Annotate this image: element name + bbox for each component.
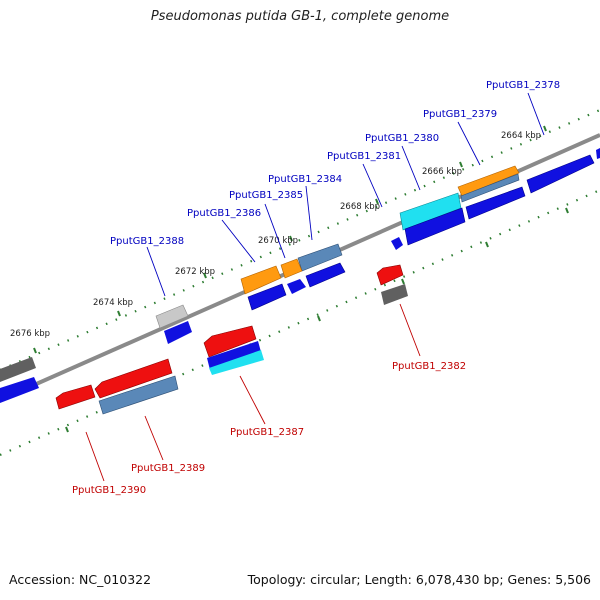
tick-mark	[401, 278, 405, 285]
scale-label-2664: 2664 kbp	[501, 131, 541, 141]
tick-mark	[65, 426, 69, 433]
outer-major-ticks	[33, 125, 547, 354]
tick-mark	[459, 161, 463, 168]
leader-2378	[527, 92, 545, 136]
label-2381[interactable]: PputGB1_2381	[327, 151, 401, 162]
leader-2388	[146, 246, 166, 297]
tick-mark	[317, 315, 321, 322]
gene-2387b[interactable]	[207, 341, 261, 370]
leader-2380	[401, 145, 421, 191]
gene-2382[interactable]	[376, 264, 404, 286]
label-2380[interactable]: PputGB1_2380	[365, 133, 439, 144]
label-2384[interactable]: PputGB1_2384	[268, 174, 342, 185]
accession-text: Accession: NC_010322	[9, 572, 152, 587]
gene-2380[interactable]	[399, 192, 462, 231]
gene-2384b[interactable]	[305, 262, 346, 288]
label-2382[interactable]: PputGB1_2382	[392, 361, 466, 372]
gene-2379c[interactable]	[465, 186, 526, 220]
tick-mark	[375, 198, 379, 205]
leader-2384	[305, 185, 313, 241]
gene-2377-partial[interactable]	[596, 148, 600, 159]
reverse-genes	[55, 264, 408, 415]
label-2389[interactable]: PputGB1_2389	[131, 463, 205, 474]
leader-2379	[457, 121, 481, 166]
gene-2388b[interactable]	[164, 321, 192, 344]
tick-mark	[485, 241, 489, 248]
map-title: Pseudomonas putida GB-1, complete genome	[150, 9, 450, 24]
gene-2387c[interactable]	[209, 350, 264, 375]
leader-2381	[362, 163, 383, 208]
gene-2385[interactable]	[280, 258, 303, 279]
gene-2379[interactable]	[457, 165, 520, 197]
scale-label-2668: 2668 kbp	[340, 202, 380, 212]
label-2386[interactable]: PputGB1_2386	[187, 208, 261, 219]
gene-2387[interactable]	[203, 325, 257, 358]
outer-tick-track	[0, 108, 600, 372]
tick-mark	[117, 310, 121, 317]
gene-left-partial-grey[interactable]	[0, 357, 36, 382]
gene-2380b[interactable]	[404, 207, 466, 246]
label-2388[interactable]: PputGB1_2388	[110, 236, 184, 247]
tick-mark	[289, 235, 293, 242]
gene-2390[interactable]	[55, 384, 96, 410]
gene-left-partial-blue[interactable]	[0, 377, 39, 403]
tick-mark	[203, 272, 207, 279]
gene-2388[interactable]	[155, 304, 189, 329]
scale-label-2676: 2676 kbp	[10, 329, 50, 339]
leader-2389	[144, 415, 164, 461]
tick-mark	[33, 347, 37, 354]
scale-label-2672: 2672 kbp	[175, 267, 215, 277]
scale-labels: 2664 kbp 2666 kbp 2668 kbp 2670 kbp 2672…	[10, 131, 541, 339]
gene-2385b[interactable]	[287, 279, 306, 294]
gene-2389[interactable]	[94, 358, 173, 399]
leader-2382	[399, 303, 421, 357]
tick-mark	[543, 125, 547, 132]
gene-2386[interactable]	[240, 265, 282, 295]
scale-label-2674: 2674 kbp	[93, 298, 133, 308]
genome-summary-text: Topology: circular; Length: 6,078,430 bp…	[247, 572, 591, 587]
leader-2386	[221, 219, 256, 263]
label-2390[interactable]: PputGB1_2390	[72, 485, 146, 496]
forward-genes	[0, 148, 600, 403]
label-2385[interactable]: PputGB1_2385	[229, 190, 303, 201]
scale-label-2666: 2666 kbp	[422, 167, 462, 177]
gene-2384[interactable]	[297, 243, 343, 272]
inner-tick-track	[0, 188, 600, 457]
label-2379[interactable]: PputGB1_2379	[423, 109, 497, 120]
gene-2381[interactable]	[391, 237, 403, 250]
leader-2385	[264, 203, 286, 259]
leader-2390	[85, 431, 105, 482]
label-2387[interactable]: PputGB1_2387	[230, 427, 304, 438]
scale-label-2670: 2670 kbp	[258, 236, 298, 246]
gene-2386b[interactable]	[247, 283, 287, 311]
gene-labels: PputGB1_2378 PputGB1_2379 PputGB1_2380 P…	[72, 80, 560, 496]
gene-2389b[interactable]	[98, 375, 179, 415]
gene-2378[interactable]	[526, 154, 595, 194]
leader-lines	[85, 92, 545, 482]
gene-2379b[interactable]	[460, 173, 520, 203]
tick-mark	[565, 207, 569, 214]
gene-2382b[interactable]	[381, 284, 408, 305]
leader-2387	[239, 375, 266, 425]
label-2378[interactable]: PputGB1_2378	[486, 80, 560, 91]
